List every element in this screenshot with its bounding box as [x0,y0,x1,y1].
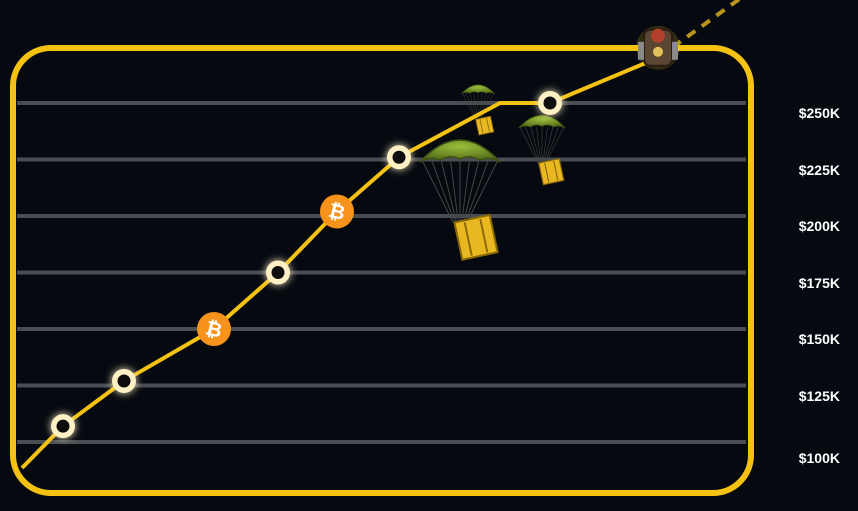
supply-drops [419,84,566,261]
data-point [51,414,75,439]
data-point [538,91,562,115]
rocket-icon [636,25,680,70]
y-tick-label: $125K [798,387,840,404]
gridlines [17,101,746,444]
data-point [266,260,290,285]
y-tick-label: $150K [798,331,840,347]
series-markers: ₿₿ [51,25,680,439]
svg-text:₿: ₿ [326,198,348,225]
parachute-crate-icon [518,114,566,186]
data-point [112,368,136,393]
y-tick-label: $175K [798,274,840,291]
parachute-crate-icon [419,139,501,261]
price-series [20,0,742,470]
y-tick-label: $200K [798,218,840,234]
y-tick-label: $250K [798,105,840,121]
y-tick-label: $100K [798,450,840,466]
price-line [20,55,659,470]
parachute-crate-icon [460,84,496,136]
chart-frame [10,45,754,496]
bitcoin-icon: ₿ [197,312,231,346]
data-point [387,145,411,170]
svg-text:₿: ₿ [203,315,225,342]
y-tick-label: $225K [798,161,840,178]
bitcoin-icon: ₿ [320,194,354,229]
